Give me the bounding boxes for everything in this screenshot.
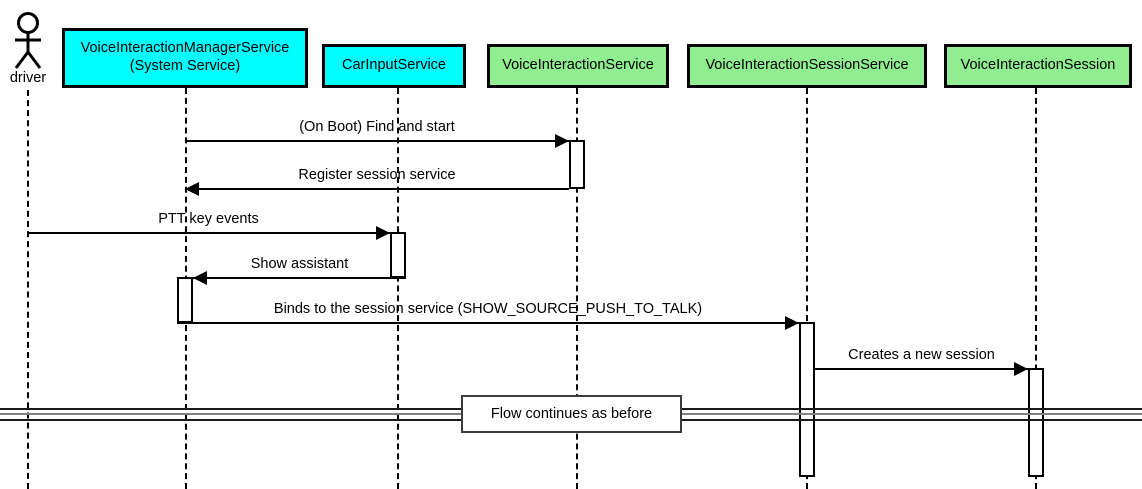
lifeline-voice-interaction-service bbox=[576, 88, 578, 489]
participant-label-session-service: VoiceInteractionSessionService bbox=[705, 57, 909, 74]
arrow-head-find-and-start bbox=[555, 134, 569, 148]
arrow-head-creates-new-session bbox=[1014, 362, 1028, 376]
participant-label-session: VoiceInteractionSession bbox=[960, 57, 1116, 74]
arrow-head-binds-to-session-service bbox=[785, 316, 799, 330]
lifeline-driver bbox=[27, 90, 29, 489]
message-line-ptt-key-events bbox=[27, 232, 390, 234]
message-label-register-session-service: Register session service bbox=[298, 167, 456, 183]
arrow-head-register-session-service bbox=[185, 182, 199, 196]
message-label-find-and-start: (On Boot) Find and start bbox=[299, 119, 455, 135]
activation-session-service bbox=[799, 322, 815, 477]
participant-header-vims[interactable]: VoiceInteractionManagerService (System S… bbox=[62, 28, 308, 88]
message-line-register-session-service bbox=[185, 188, 569, 190]
driver-actor bbox=[7, 12, 49, 70]
participant-header-car-input[interactable]: CarInputService bbox=[322, 44, 466, 88]
participant-header-voice-interaction-service[interactable]: VoiceInteractionService bbox=[487, 44, 669, 88]
participant-label-car-input: CarInputService bbox=[342, 57, 446, 74]
lifeline-car-input bbox=[397, 88, 399, 489]
message-line-binds-to-session-service bbox=[177, 322, 799, 324]
participant-label-vims: VoiceInteractionManagerService (System S… bbox=[80, 40, 290, 74]
lifeline-session-service bbox=[806, 88, 808, 489]
flow-continues-note-label: Flow continues as before bbox=[490, 406, 653, 422]
arrow-head-show-assistant bbox=[193, 271, 207, 285]
participant-header-session[interactable]: VoiceInteractionSession bbox=[944, 44, 1132, 88]
message-line-creates-new-session bbox=[815, 368, 1028, 370]
message-label-show-assistant: Show assistant bbox=[250, 256, 349, 272]
flow-continues-note: Flow continues as before bbox=[461, 395, 682, 433]
arrow-head-ptt-key-events bbox=[376, 226, 390, 240]
driver-actor-label: driver bbox=[9, 70, 47, 86]
message-line-find-and-start bbox=[185, 140, 569, 142]
activation-session bbox=[1028, 368, 1044, 477]
lifeline-session bbox=[1035, 88, 1037, 489]
activation-voice-interaction-service bbox=[569, 140, 585, 189]
participant-header-session-service[interactable]: VoiceInteractionSessionService bbox=[687, 44, 927, 88]
participant-label-voice-interaction-service: VoiceInteractionService bbox=[502, 57, 654, 74]
message-label-creates-new-session: Creates a new session bbox=[848, 347, 995, 363]
message-label-ptt-key-events: PTT key events bbox=[158, 211, 259, 227]
message-line-show-assistant bbox=[193, 277, 406, 279]
message-label-binds-to-session-service: Binds to the session service (SHOW_SOURC… bbox=[273, 301, 703, 317]
